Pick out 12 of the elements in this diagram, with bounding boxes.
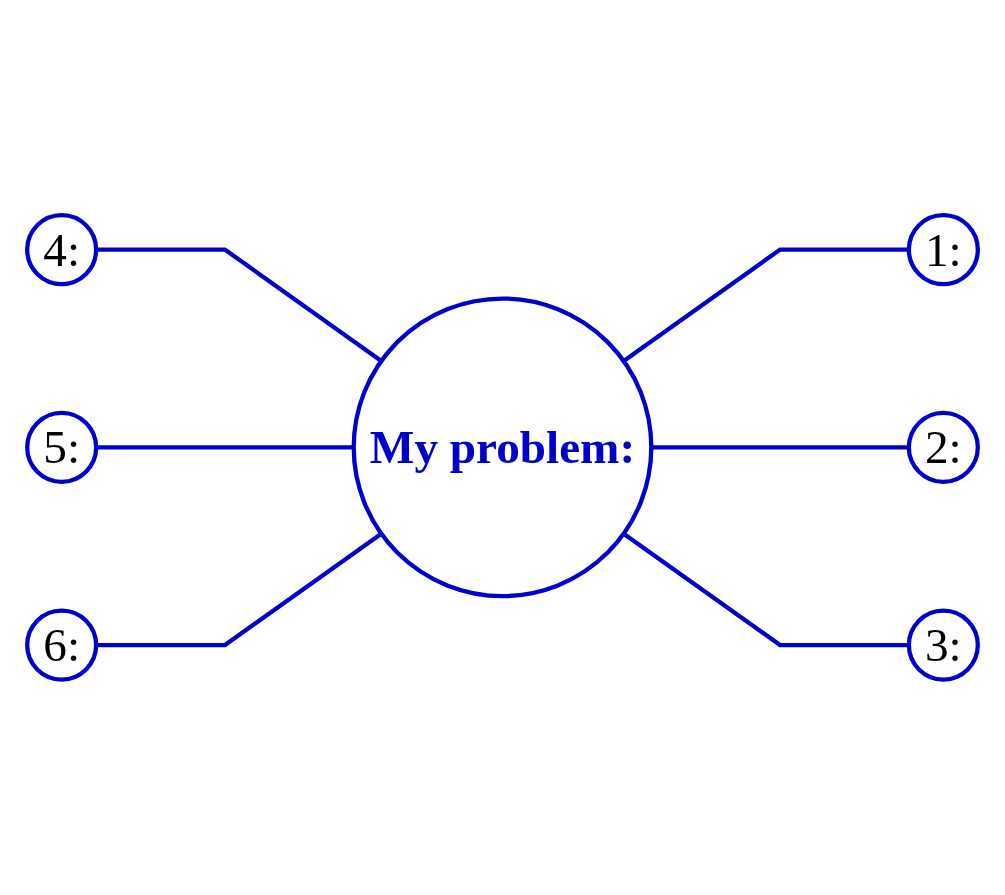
node-circle [906,608,980,682]
node-circle [25,213,99,287]
mind-map-diagram: My problem: 1: 2: 3: 4: 5: 6: [10,197,995,698]
node-circle [351,296,654,599]
node-circle [906,213,980,287]
node-circle [906,410,980,485]
connector [651,445,909,450]
connector [96,247,383,363]
connector [96,445,354,450]
connector [96,532,383,648]
node-circle [25,410,99,485]
node-circle [25,608,99,682]
